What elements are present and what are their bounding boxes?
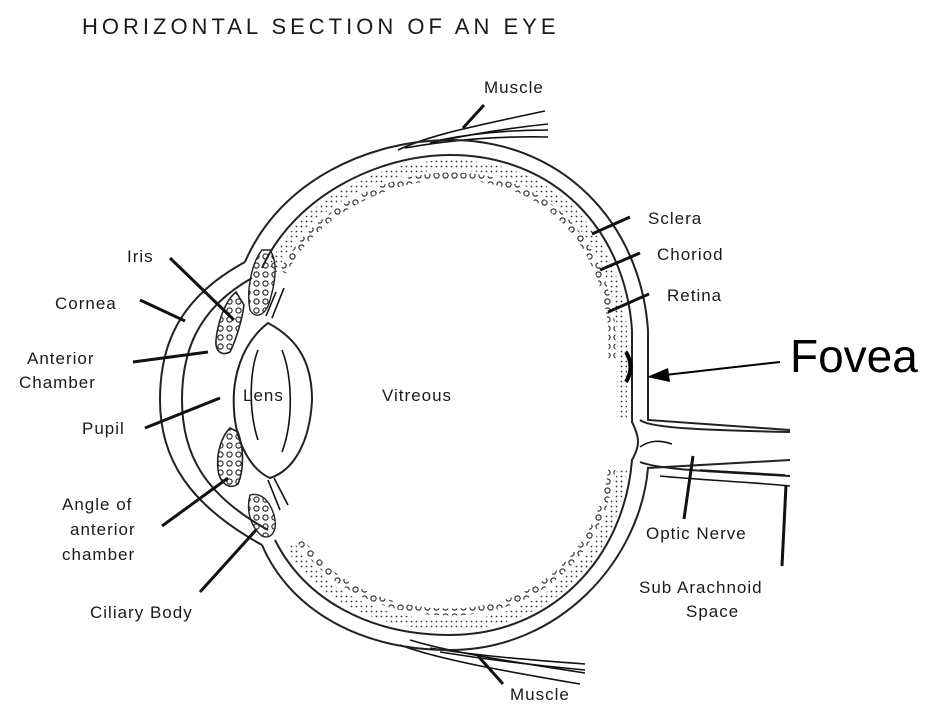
label-optic-nerve: Optic Nerve <box>646 524 747 543</box>
choroid-layer-lower <box>290 470 622 625</box>
label-lens: Lens <box>243 386 284 405</box>
label-ciliary-body: Ciliary Body <box>90 603 193 622</box>
label-muscle-bottom: Muscle <box>510 685 570 704</box>
label-cornea: Cornea <box>55 294 117 313</box>
leader-iris <box>170 258 234 320</box>
label-sub-arachnoid-line2: Space <box>686 602 739 621</box>
label-retina: Retina <box>667 286 722 305</box>
ciliary-body-upper <box>249 250 276 315</box>
label-anterior-chamber-line2: Chamber <box>19 373 96 392</box>
optic-nerve-shape <box>640 420 790 486</box>
ciliary-body-lower <box>249 494 276 536</box>
retina-layer-lower <box>300 468 612 612</box>
label-angle-line2: anterior <box>70 520 136 539</box>
diagram-title: HORIZONTAL SECTION OF AN EYE <box>82 14 560 39</box>
label-iris: Iris <box>127 247 154 266</box>
leader-anterior-chamber <box>133 352 208 362</box>
fovea-arrow-line <box>665 362 780 375</box>
choroid-layer <box>272 165 622 420</box>
label-sclera: Sclera <box>648 209 702 228</box>
leader-sclera <box>592 217 630 234</box>
label-muscle-top: Muscle <box>484 78 544 97</box>
fovea-arrow-head <box>647 368 670 382</box>
label-vitreous: Vitreous <box>382 386 452 405</box>
leader-angle <box>162 478 228 526</box>
bottom-muscle-shape <box>400 640 585 684</box>
label-sub-arachnoid-line1: Sub Arachnoid <box>639 578 763 597</box>
label-angle-line1: Angle of <box>62 495 132 514</box>
label-angle-line3: chamber <box>62 545 135 564</box>
leader-ciliary-body <box>200 530 256 592</box>
label-fovea: Fovea <box>790 330 918 382</box>
label-choriod: Choriod <box>657 245 724 264</box>
leader-cornea <box>140 300 185 321</box>
leader-sub-arachnoid <box>782 485 786 566</box>
label-anterior-chamber-line1: Anterior <box>27 349 95 368</box>
label-pupil: Pupil <box>82 419 125 438</box>
